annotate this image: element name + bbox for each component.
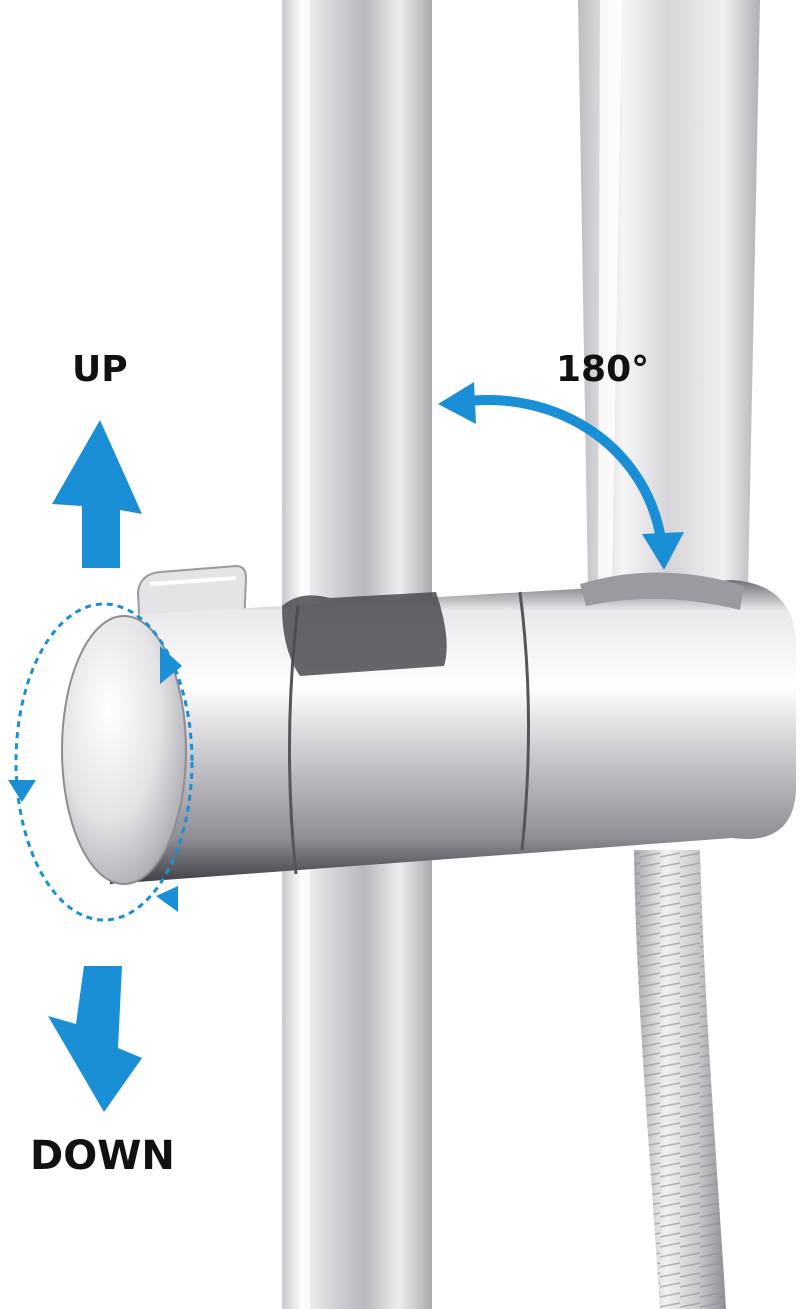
- shower-hose: [634, 850, 726, 1309]
- rotation-180-arc-icon: [438, 382, 684, 570]
- rotation-180-label: 180°: [556, 349, 650, 390]
- down-label: DOWN: [30, 1133, 175, 1179]
- up-label: UP: [72, 349, 128, 390]
- holder-end-cap: [61, 615, 187, 885]
- down-arrow-icon: [48, 966, 142, 1112]
- rotation-dashed-circle-icon: [8, 602, 194, 922]
- up-arrow-icon: [52, 420, 142, 568]
- shower-handle: [578, 0, 760, 590]
- holder-body: [110, 572, 796, 884]
